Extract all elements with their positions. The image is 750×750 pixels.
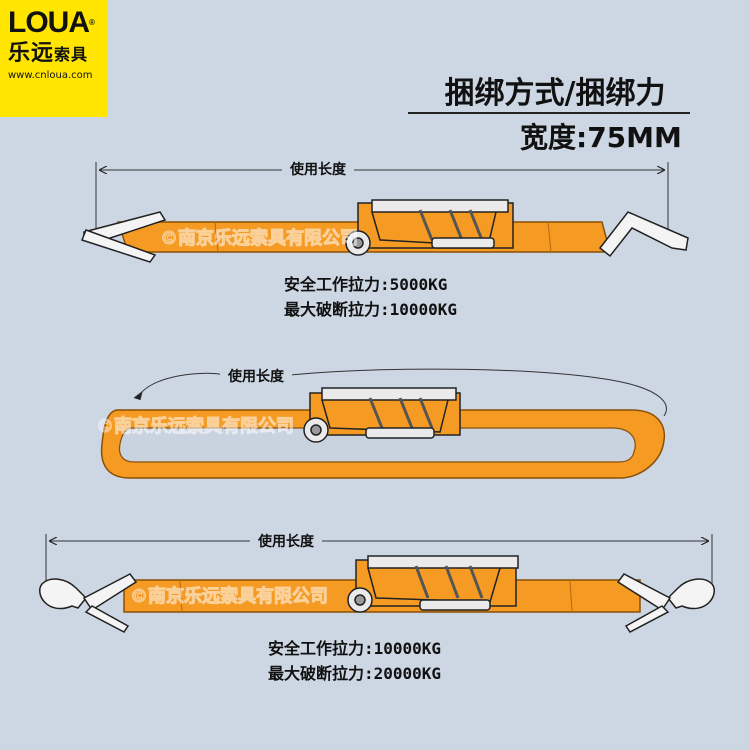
strap2-length-label: 使用长度 xyxy=(220,366,292,386)
logo-cn-main: 乐远 xyxy=(8,41,55,66)
brand-logo: LOUA® 乐远索具 www.cnloua.com xyxy=(0,0,107,117)
strap1-specs: 安全工作拉力:5000KG 最大破断拉力:10000KG xyxy=(284,272,457,322)
strap1-left-hook-icon xyxy=(81,211,167,263)
logo-chinese-name: 乐远索具 xyxy=(8,40,103,69)
logo-url: www.cnloua.com xyxy=(8,70,93,81)
registered-mark: ® xyxy=(89,18,95,27)
watermark: ©南京乐远索具有限公司 ©南京乐远索具有限公司 ©南京乐远索具有限公司 xyxy=(96,227,359,608)
strap1-length-label: 使用长度 xyxy=(282,159,354,179)
strap1-right-hook-icon xyxy=(598,211,689,258)
strap1-dimension xyxy=(95,162,669,232)
strap1-ratchet-icon xyxy=(345,199,514,256)
logo-brand: LOUA® xyxy=(8,6,95,39)
strap3-right-hook-icon xyxy=(616,573,715,633)
strap2-dimension xyxy=(133,368,667,417)
strap3-break-load: 最大破断拉力:20000KG xyxy=(268,664,442,683)
strap2-webbing xyxy=(100,409,666,479)
strap3-dimension xyxy=(45,534,713,584)
page-subtitle: 宽度:75MM xyxy=(520,121,682,154)
strap3-left-hook-icon xyxy=(39,573,138,633)
strap3-ratchet-icon xyxy=(347,555,519,613)
title-divider xyxy=(408,112,690,114)
logo-cn-sub: 索具 xyxy=(54,45,89,64)
strap3-specs: 安全工作拉力:10000KG 最大破断拉力:20000KG xyxy=(268,636,441,686)
watermark-text-2: ©南京乐远索具有限公司 xyxy=(96,415,294,437)
page-title: 捆绑方式/捆绑力 xyxy=(444,76,666,111)
strap1-safe-load: 安全工作拉力:5000KG xyxy=(284,275,448,294)
strap3-safe-load: 安全工作拉力:10000KG xyxy=(268,639,442,658)
strap2-ratchet-icon xyxy=(303,387,461,443)
strap1-break-load: 最大破断拉力:10000KG xyxy=(284,300,458,319)
watermark-text-1: ©南京乐远索具有限公司 xyxy=(160,227,358,249)
strap3-length-label: 使用长度 xyxy=(250,531,322,551)
watermark-text-3: ©南京乐远索具有限公司 xyxy=(130,585,328,607)
